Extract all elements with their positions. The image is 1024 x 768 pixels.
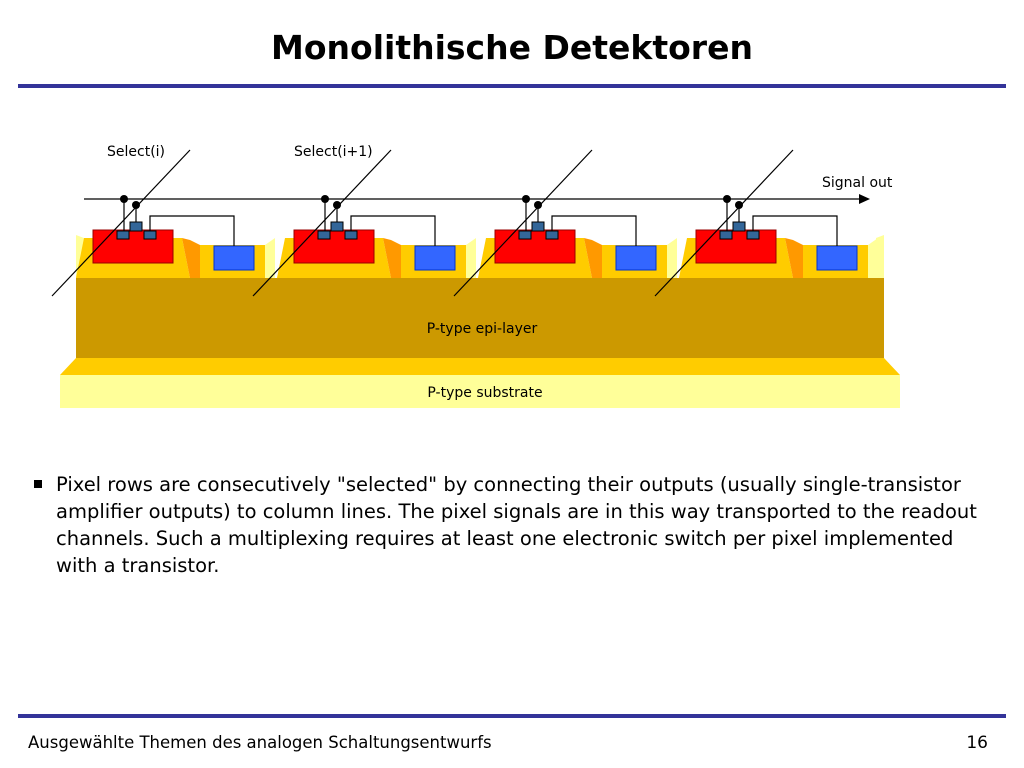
signal-out-arrow-icon (859, 194, 870, 204)
diode-wire (752, 215, 838, 246)
bullet-square-icon (34, 480, 42, 488)
bullet-item: Pixel rows are consecutively "selected" … (34, 471, 994, 579)
contact-right (143, 230, 157, 240)
diode-side-left (190, 240, 200, 278)
transistor-region (293, 229, 375, 264)
gate-dot (132, 201, 140, 209)
transistor-region (695, 229, 777, 264)
pwell-side (383, 238, 391, 278)
substrate-layer (60, 375, 900, 408)
diode-side-right (265, 238, 275, 278)
transistor-region (92, 229, 174, 264)
contact-left (719, 230, 733, 240)
gate-contact (129, 221, 143, 232)
contact-left (518, 230, 532, 240)
gate-contact (732, 221, 746, 232)
slide-title: Monolithische Detektoren (271, 28, 753, 67)
pixel-cell (277, 195, 476, 278)
diode-wire (350, 215, 436, 246)
substrate-top-face (60, 358, 900, 375)
diode-side-left (391, 240, 401, 278)
gate-dot (333, 201, 341, 209)
pixel-cell (478, 195, 677, 278)
collection-diode (816, 245, 858, 271)
page-number: 16 (966, 733, 988, 753)
diode-side-left (592, 240, 602, 278)
contact-right (746, 230, 760, 240)
select-line (51, 149, 191, 297)
diode-wire (551, 215, 637, 246)
epi-layer-label: P-type epi-layer (427, 321, 538, 337)
gate-contact (531, 221, 545, 232)
collection-diode (213, 245, 255, 271)
pixel-cell (679, 195, 878, 278)
monolithic-detector-diagram: Select(i) Select(i+1) Signal out P-type … (51, 144, 900, 408)
select-line (453, 149, 593, 297)
contact-left (116, 230, 130, 240)
diode-side-left (793, 240, 803, 278)
contact-right (344, 230, 358, 240)
pixel-cell (76, 195, 275, 278)
diode-wire (149, 215, 235, 246)
transistor-region (494, 229, 576, 264)
select-i-plus-1-label: Select(i+1) (294, 144, 373, 160)
collection-diode (615, 245, 657, 271)
diode-side-right (868, 238, 878, 278)
footer-divider (18, 714, 1006, 718)
gate-dot (534, 201, 542, 209)
diode-side-right (667, 238, 677, 278)
title-divider (18, 84, 1006, 88)
gate-contact (330, 221, 344, 232)
pwell-side (584, 238, 592, 278)
pwell-side (785, 238, 793, 278)
contact-right (545, 230, 559, 240)
bullet-text: Pixel rows are consecutively "selected" … (56, 473, 977, 577)
substrate-label: P-type substrate (427, 385, 542, 401)
diode-side-right (466, 238, 476, 278)
signal-out-label: Signal out (822, 175, 893, 191)
select-line (654, 149, 794, 297)
pwell-side (182, 238, 190, 278)
select-i-label: Select(i) (107, 144, 165, 160)
epi-layer (76, 278, 884, 358)
footer-title: Ausgewählte Themen des analogen Schaltun… (28, 733, 492, 752)
collection-diode (414, 245, 456, 271)
select-line (252, 149, 392, 297)
gate-dot (735, 201, 743, 209)
contact-left (317, 230, 331, 240)
